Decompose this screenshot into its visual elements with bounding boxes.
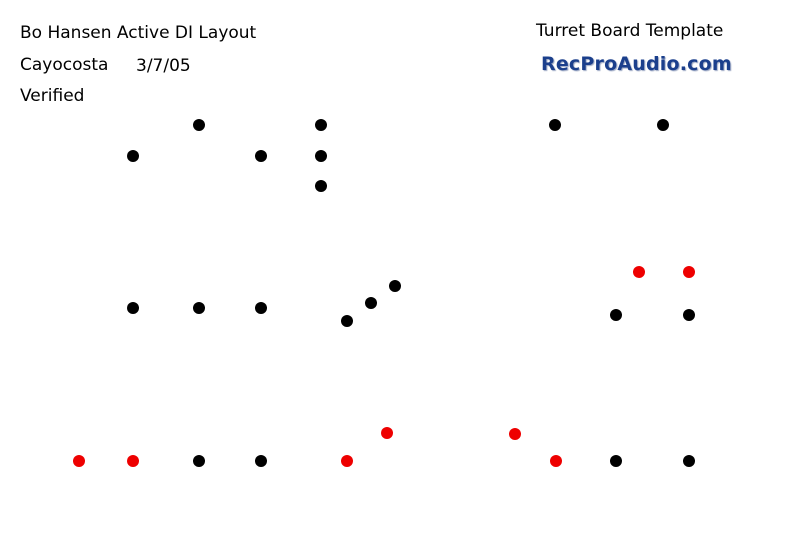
turret-t2	[315, 119, 327, 131]
turret-t11-highlighted	[683, 266, 695, 278]
turret-t23	[255, 455, 267, 467]
turret-t29	[683, 455, 695, 467]
status-label: Verified	[20, 86, 85, 106]
turret-t28	[610, 455, 622, 467]
turret-t20-highlighted	[509, 428, 521, 440]
turret-t7	[315, 150, 327, 162]
turret-t25-highlighted	[341, 455, 353, 467]
layout-title: Bo Hansen Active DI Layout	[20, 23, 257, 43]
turret-t6	[255, 150, 267, 162]
brand-logo: RecProAudio.com	[541, 53, 732, 75]
turret-t16	[341, 315, 353, 327]
turret-t5	[127, 150, 139, 162]
turret-t26-highlighted	[550, 455, 562, 467]
turret-t10-highlighted	[633, 266, 645, 278]
turret-t22	[193, 455, 205, 467]
turret-t3	[549, 119, 561, 131]
turret-t8	[315, 180, 327, 192]
turret-t12	[365, 297, 377, 309]
date-label: 3/7/05	[136, 56, 191, 76]
turret-t1	[193, 119, 205, 131]
turret-t21-highlighted	[73, 455, 85, 467]
turret-t15	[255, 302, 267, 314]
template-label: Turret Board Template	[536, 21, 724, 41]
location-label: Cayocosta	[20, 55, 109, 75]
turret-t24-highlighted	[127, 455, 139, 467]
turret-t18	[683, 309, 695, 321]
turret-t13	[127, 302, 139, 314]
turret-t19-highlighted	[381, 427, 393, 439]
turret-t17	[610, 309, 622, 321]
turret-t14	[193, 302, 205, 314]
turret-t4	[657, 119, 669, 131]
turret-t9	[389, 280, 401, 292]
